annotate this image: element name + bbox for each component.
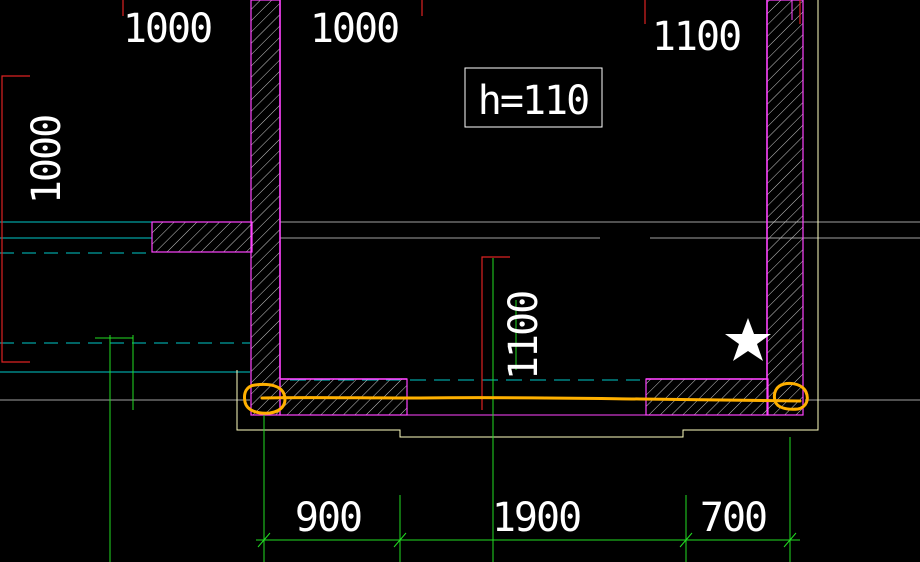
labels: 1000 1000 1100 1000 1100 900 1900 700 xyxy=(24,6,768,541)
label-center-vertical: 1100 xyxy=(501,292,547,380)
label-top-center: 1000 xyxy=(310,6,398,52)
label-top-left: 1000 xyxy=(123,6,211,52)
left-wall-stub xyxy=(151,221,253,253)
star-icon xyxy=(725,318,771,361)
dimension-900: 900 xyxy=(295,495,361,541)
right-wall xyxy=(766,0,804,416)
red-leaders xyxy=(1,0,801,410)
dimension-lines xyxy=(95,258,800,562)
slab-tag: h=110 xyxy=(464,67,603,128)
slab-tag-text: h=110 xyxy=(478,78,588,124)
axis-lines xyxy=(0,221,920,401)
walls xyxy=(151,0,804,416)
bottom-wall-right xyxy=(645,378,769,416)
highlight-annotation xyxy=(243,381,809,415)
dimension-1900: 1900 xyxy=(492,495,580,541)
left-wall xyxy=(250,0,281,416)
label-left-vertical: 1000 xyxy=(24,116,70,204)
label-top-right: 1100 xyxy=(652,14,740,60)
dimension-700: 700 xyxy=(700,495,766,541)
